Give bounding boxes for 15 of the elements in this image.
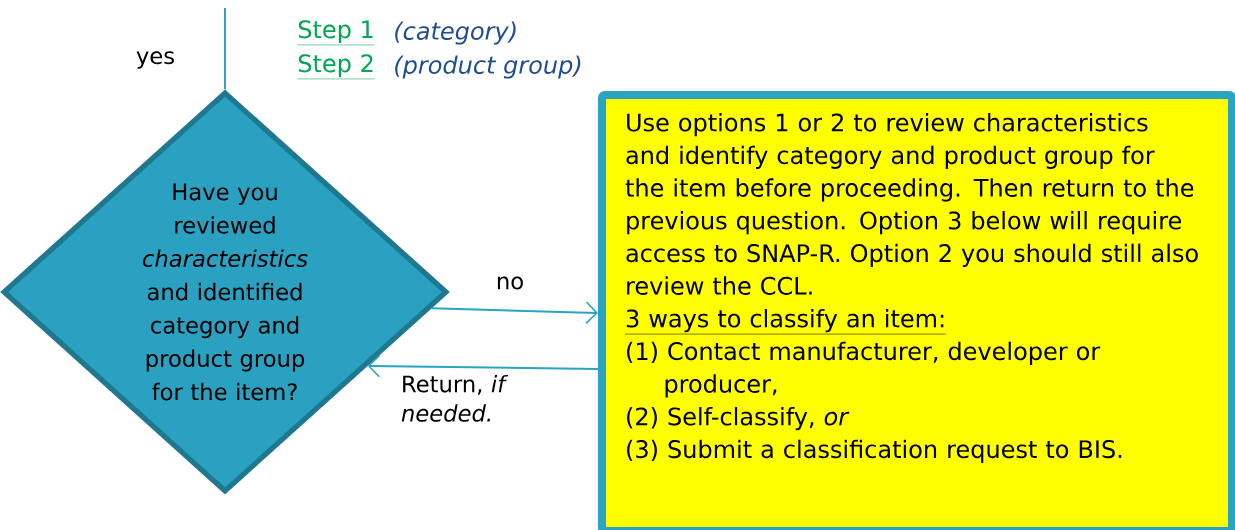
list-item: (2) Self-classify, or — [627, 407, 850, 431]
connector-arrow — [430, 301, 598, 325]
step-link: Step 2 — [297, 54, 376, 80]
step-link: Step 1 — [297, 20, 376, 46]
list-heading: 3 ways to classify an item: — [624, 309, 947, 335]
question-text: Have you reviewed characteristics and identified category and product group for the item? — [143, 183, 308, 401]
edge-label: yes — [136, 51, 174, 69]
step-description: (category) — [395, 21, 516, 45]
instruction-text: Use options 1 or 2 to review characteristics and identify category and product group for the item before proceeding. Then return to the previous question. Option 3 below will require access to SNAP-R. Option 2 you should still also review the CCL. — [625, 113, 1198, 295]
list-item: (3) Submit a classification request to BIS. — [627, 439, 1122, 463]
connector-arrow — [367, 354, 599, 378]
step-description: (product group) — [395, 55, 581, 79]
edge-label: no — [497, 276, 523, 290]
note-box — [598, 91, 1235, 530]
edge-label: Return, if needed. — [401, 374, 509, 422]
